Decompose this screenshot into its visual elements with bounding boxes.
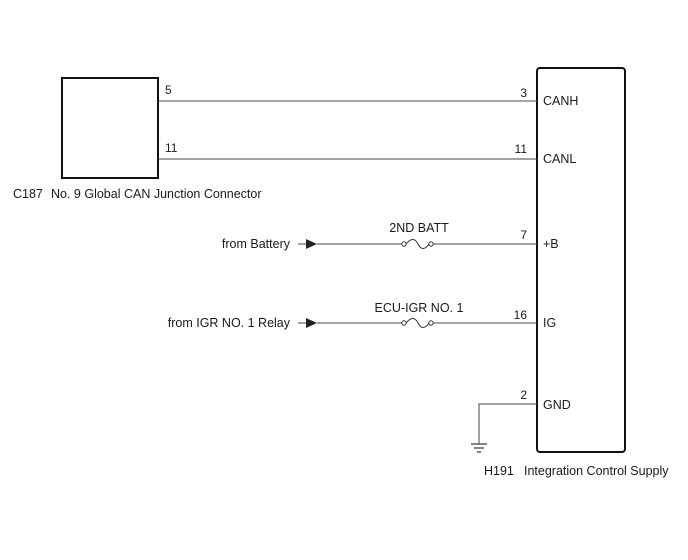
ecu-signal-canl: CANL — [543, 152, 576, 166]
connector-c187-box — [61, 77, 159, 179]
ecu-signal-canh: CANH — [543, 94, 578, 108]
battery-arrow-icon — [306, 239, 317, 249]
connector-name-label: No. 9 Global CAN Junction Connector — [51, 187, 262, 201]
ecu-pin-2: 2 — [520, 388, 527, 402]
ecu-name-label: Integration Control Supply — [524, 464, 669, 478]
ecu-signal-ig: IG — [543, 316, 556, 330]
ecu-pin-16: 16 — [514, 308, 528, 322]
fuse-icon — [401, 318, 434, 328]
ecu-signal-plus-b: +B — [543, 237, 559, 251]
fuse-icon — [401, 239, 434, 249]
ecu-pin-3: 3 — [520, 86, 527, 100]
connector-pin-canh: 5 — [165, 83, 172, 97]
ecu-pin-7: 7 — [520, 228, 527, 242]
fuse-ecu-igr-label: ECU-IGR NO. 1 — [375, 301, 464, 315]
connector-pin-canl: 11 — [165, 141, 178, 155]
source-battery-label: from Battery — [222, 237, 291, 251]
igr-arrow-icon — [306, 318, 317, 328]
ecu-code-label: H191 — [484, 464, 514, 478]
ecu-pin-11: 11 — [515, 142, 528, 156]
fuse-2nd-batt-label: 2ND BATT — [389, 221, 449, 235]
connector-code-label: C187 — [13, 187, 43, 201]
ground-icon — [471, 443, 487, 453]
ecu-signal-gnd: GND — [543, 398, 571, 412]
ecu-h191-box — [536, 67, 626, 453]
source-igr-relay-label: from IGR NO. 1 Relay — [168, 316, 291, 330]
gnd-wire — [478, 403, 537, 444]
